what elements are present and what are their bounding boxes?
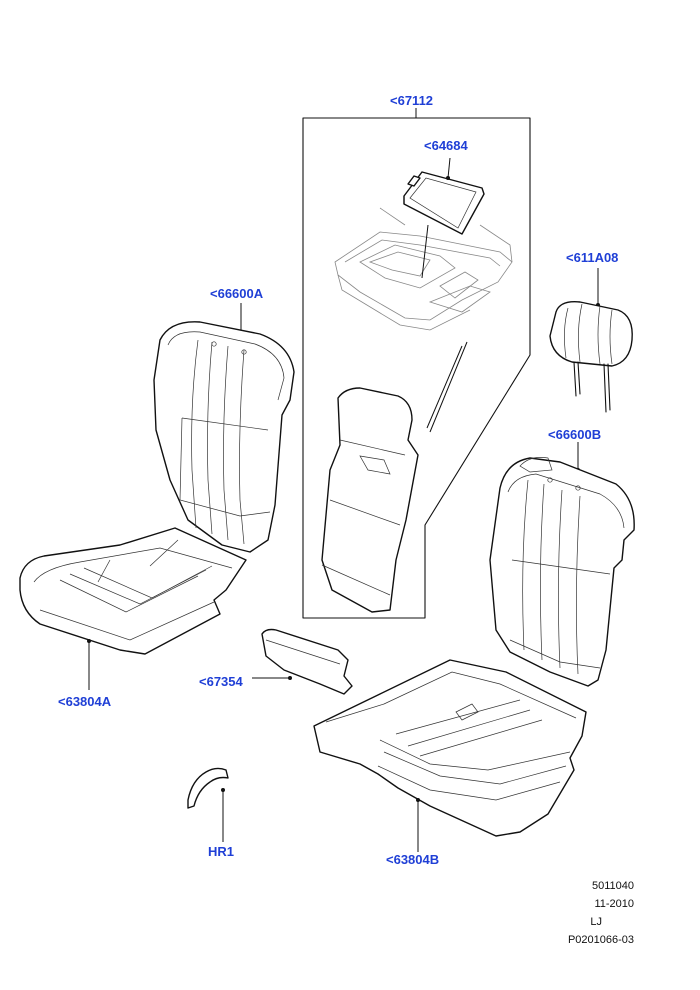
headrest [549, 268, 633, 413]
callout-66600B[interactable]: <66600B [548, 427, 602, 442]
drawing-reference: P0201066-03 [567, 934, 634, 946]
seat-back-inset [321, 387, 419, 613]
drawing-date: 11-2010 [594, 898, 634, 910]
seat-back-right [489, 442, 635, 687]
callout-67354[interactable]: <67354 [199, 674, 243, 689]
callout-64684[interactable]: <64684 [424, 138, 468, 153]
storage-lid [403, 157, 485, 279]
callout-hr1[interactable]: HR1 [208, 844, 235, 859]
callout-63804B[interactable]: <63804B [386, 852, 440, 867]
drawing-model: LJ [590, 916, 602, 928]
callout-66600A[interactable]: <66600A [210, 286, 264, 301]
console-inset-box [302, 108, 531, 619]
callout-67112[interactable]: <67112 [390, 93, 434, 108]
seat-cushion-left [19, 527, 247, 690]
seat-back-left [153, 303, 295, 553]
connector-lines [426, 341, 468, 433]
seat-cushion-right [313, 659, 587, 852]
console-compartment [334, 207, 513, 331]
drawing-number: 5011040 [591, 880, 634, 892]
hr1-clip [187, 767, 229, 842]
callout-63804A[interactable]: <63804A [58, 694, 112, 709]
side-trim-panel [252, 628, 353, 695]
callout-611A08[interactable]: <611A08 [566, 250, 619, 265]
